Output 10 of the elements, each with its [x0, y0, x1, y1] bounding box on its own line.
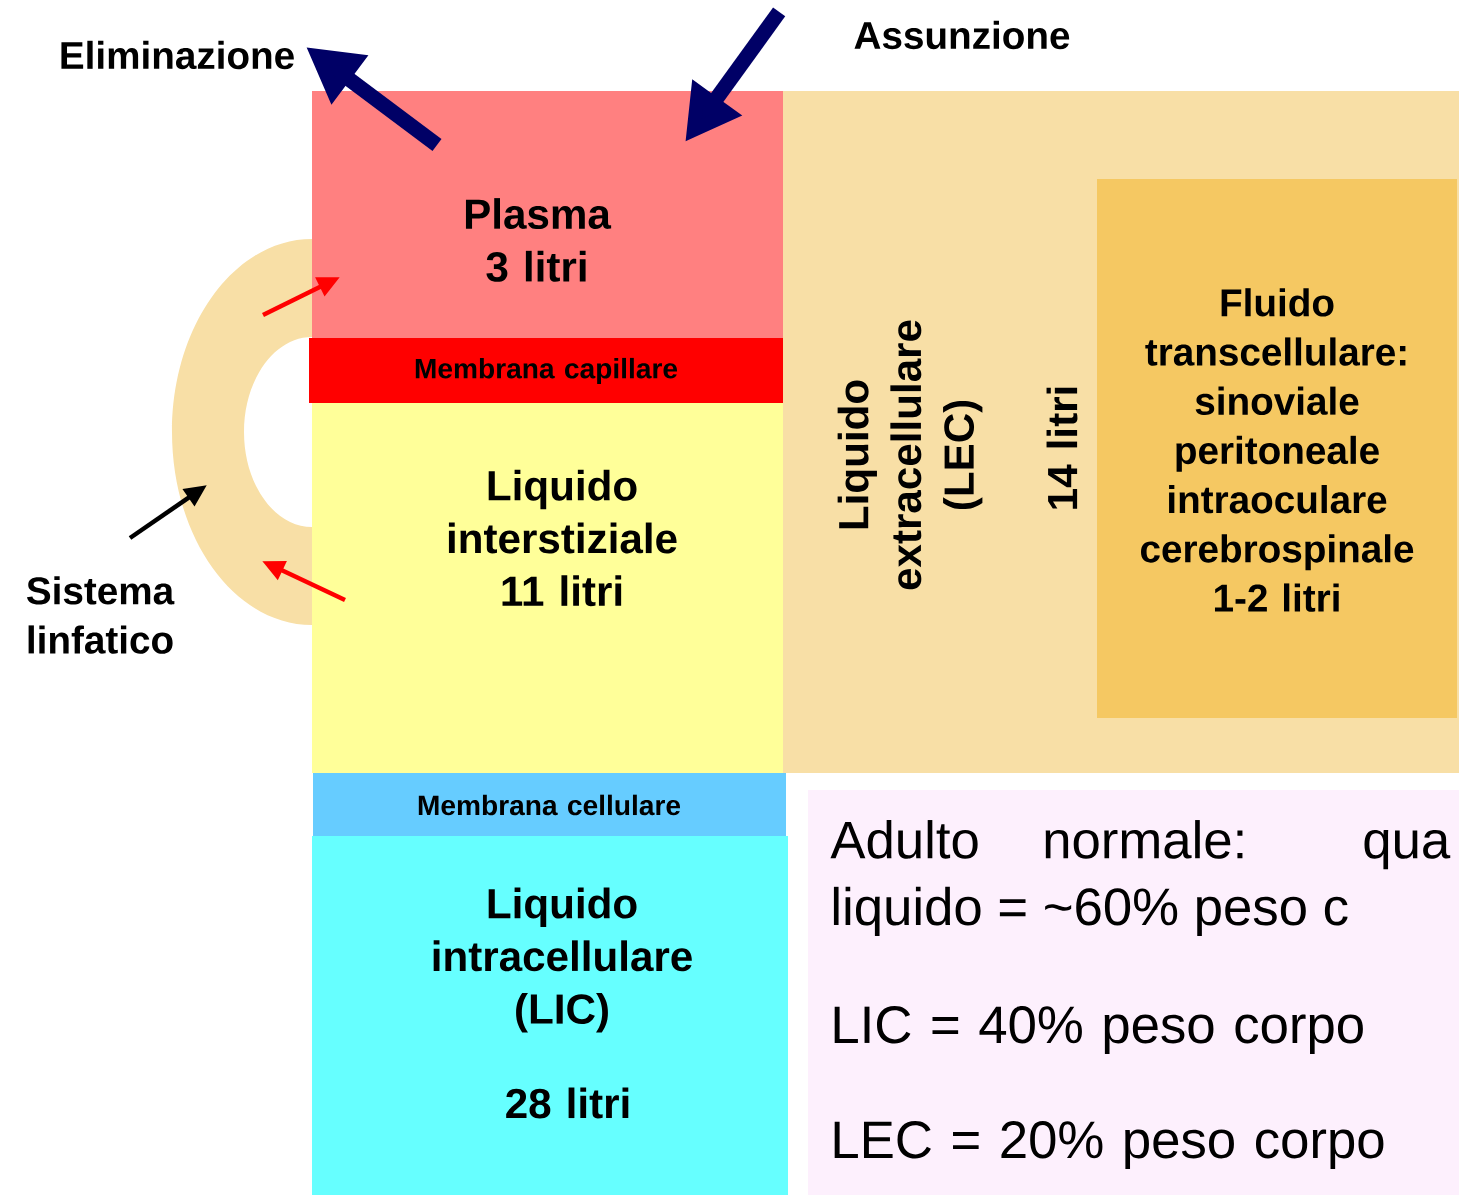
compartment-box: Liquido interstiziale 11 litri	[312, 403, 783, 773]
compartment-box: Plasma 3 litri	[312, 91, 783, 338]
flow-label: Eliminazione	[61, 40, 294, 70]
membrane-band: Membrana cellulare	[313, 773, 786, 836]
lymph-label: Sistema linfatico	[26, 576, 175, 654]
compartment-box: Fluido transcellulare: sinoviale peritoneale intraoculare cerebrospinale 1-2 litri	[1097, 179, 1457, 718]
note-box: Adulto normale: qua liquido = ~60% peso c LIC = 40% peso corpo LEC = 20% peso corpo	[808, 790, 1459, 1195]
flow-label: Assunzione	[854, 20, 1070, 50]
membrane-band: Membrana capillare	[309, 338, 783, 403]
compartment-box: Liquido intracellulare (LIC) 28 litri	[312, 836, 788, 1195]
